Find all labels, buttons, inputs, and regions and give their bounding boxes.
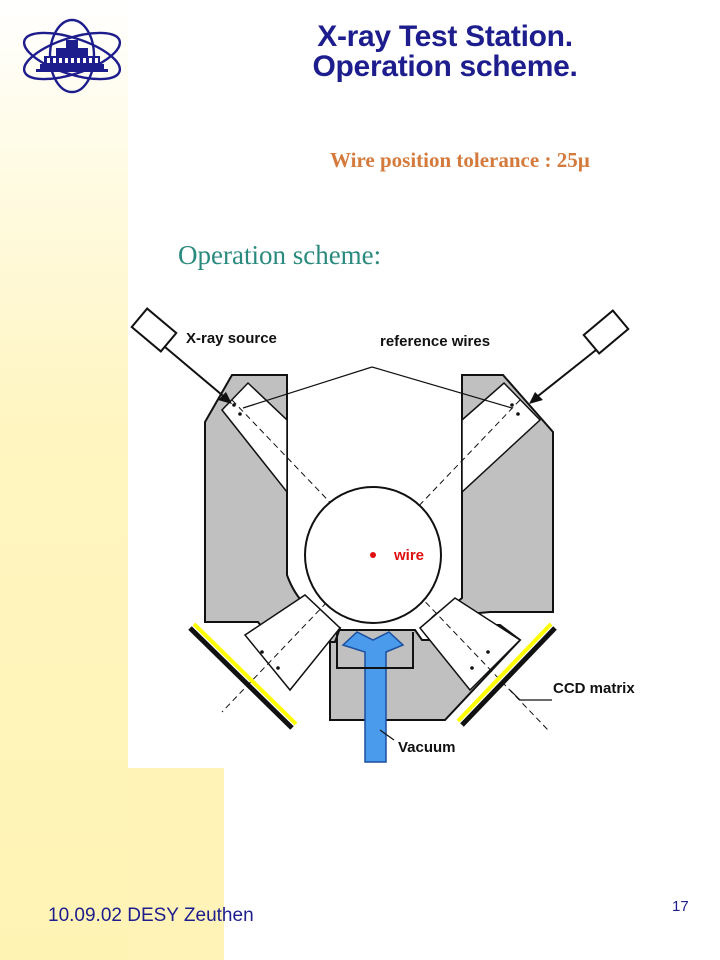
institute-logo bbox=[22, 18, 122, 94]
leader-lines bbox=[242, 366, 552, 741]
wire-dot bbox=[370, 552, 376, 558]
background-band bbox=[0, 0, 128, 960]
label-xray-source: X-ray source bbox=[186, 330, 277, 347]
background-band-lower bbox=[128, 768, 224, 960]
page-title: X-ray Test Station. Operation scheme. bbox=[230, 22, 660, 82]
ccd-right bbox=[456, 622, 557, 727]
right-detector-channel bbox=[418, 597, 522, 692]
scheme-heading: Operation scheme: bbox=[178, 240, 382, 270]
label-wire: wire bbox=[393, 547, 424, 564]
label-vacuum: Vacuum bbox=[398, 739, 456, 756]
footer-date-location: 10.09.02 DESY Zeuthen bbox=[48, 905, 254, 926]
xray-source-left bbox=[130, 307, 178, 353]
reference-wire-dots bbox=[232, 403, 520, 670]
arrowhead-right-icon bbox=[529, 392, 543, 404]
right-xray-channel bbox=[461, 381, 542, 494]
title-line-2: Operation scheme. bbox=[312, 50, 578, 83]
label-reference-wires: reference wires bbox=[380, 333, 490, 350]
title-line-1: X-ray Test Station. bbox=[317, 20, 573, 53]
page-number: 17 bbox=[672, 898, 689, 915]
vacuum-pipe bbox=[341, 631, 405, 763]
xray-source-right bbox=[582, 309, 630, 355]
vacuum-chamber-outline bbox=[336, 632, 414, 669]
label-ccd-matrix: CCD matrix bbox=[553, 680, 635, 697]
left-detector-channel bbox=[243, 594, 342, 692]
arrow-right bbox=[532, 349, 597, 401]
arrowhead-left-icon bbox=[218, 392, 232, 404]
left-xray-channel bbox=[221, 381, 288, 495]
tolerance-note: Wire position tolerance : 25µ bbox=[330, 148, 590, 172]
ccd-left bbox=[188, 622, 298, 730]
arrow-left bbox=[164, 346, 229, 401]
